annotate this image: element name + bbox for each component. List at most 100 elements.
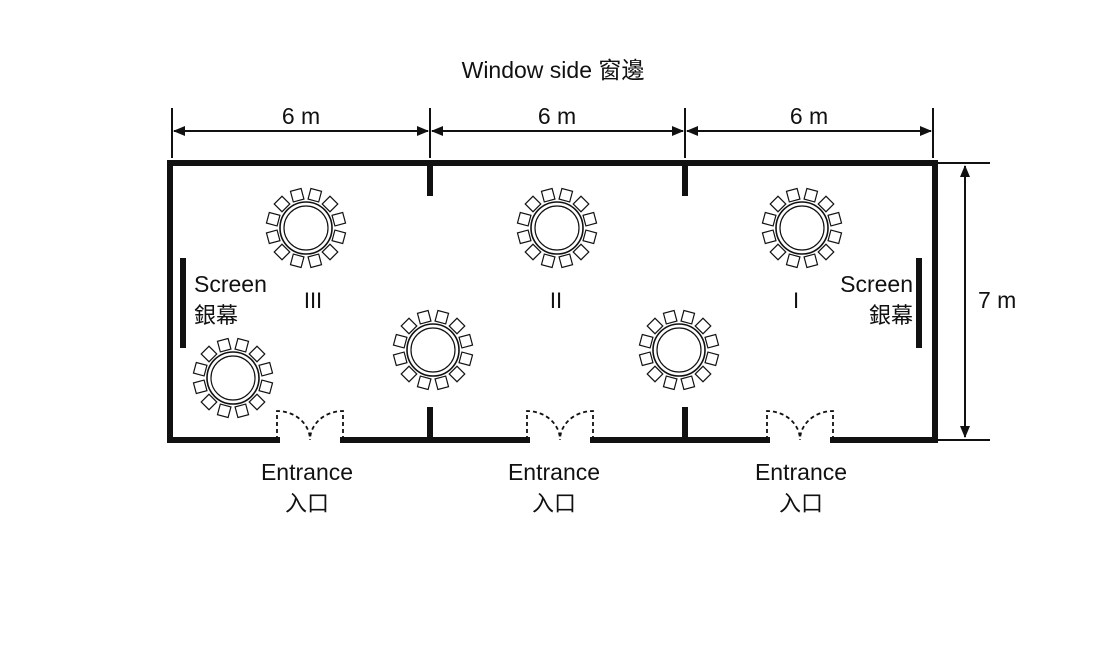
table-top-inner-ring — [534, 205, 580, 251]
chair — [516, 229, 532, 245]
chair — [827, 211, 843, 227]
chair — [638, 351, 654, 367]
chair — [662, 375, 678, 391]
chair — [273, 243, 291, 261]
chair — [680, 309, 696, 325]
chair — [289, 187, 305, 203]
chair — [234, 403, 250, 419]
table-top — [406, 323, 460, 377]
chair — [803, 253, 819, 269]
dim-label-section-2: 6 m — [538, 103, 576, 129]
door-2-right-leaf — [559, 410, 594, 441]
chair — [694, 365, 712, 383]
chair — [646, 317, 664, 335]
chair — [803, 187, 819, 203]
table-top-inner-ring — [210, 355, 256, 401]
chair — [258, 361, 274, 377]
chair — [400, 317, 418, 335]
chair — [216, 337, 232, 353]
chair — [827, 229, 843, 245]
chair — [265, 211, 281, 227]
chair — [558, 187, 574, 203]
chair — [524, 195, 542, 213]
chair — [392, 333, 408, 349]
chair — [704, 351, 720, 367]
chair — [761, 229, 777, 245]
chair — [216, 403, 232, 419]
chair — [704, 333, 720, 349]
chair — [416, 309, 432, 325]
chair — [307, 253, 323, 269]
chair — [234, 337, 250, 353]
chair — [416, 375, 432, 391]
entrance-2-label-zh: 入口 — [532, 492, 576, 517]
chair — [258, 379, 274, 395]
chair — [785, 187, 801, 203]
screen-left-label-zh: 銀幕 — [194, 304, 238, 329]
chair — [582, 229, 598, 245]
screen-right-bar — [916, 258, 922, 348]
chair — [761, 211, 777, 227]
chair — [265, 229, 281, 245]
top-dimensions — [171, 108, 934, 158]
chair — [434, 309, 450, 325]
window-side-title: Window side 窗邊 — [462, 57, 645, 83]
chair — [307, 187, 323, 203]
table-top — [530, 201, 584, 255]
chair — [458, 333, 474, 349]
chair — [638, 333, 654, 349]
chair — [192, 361, 208, 377]
door-2 — [526, 410, 594, 441]
room-label-3: III — [304, 288, 322, 313]
table-top-inner-ring — [656, 327, 702, 373]
chair — [582, 211, 598, 227]
right-dimension — [935, 162, 990, 441]
chair — [448, 365, 466, 383]
door-3-right-leaf — [799, 410, 834, 441]
chair — [817, 195, 835, 213]
chair — [248, 393, 266, 411]
round-tables — [192, 187, 843, 419]
chair — [572, 195, 590, 213]
dim-label-depth: 7 m — [978, 287, 1016, 313]
chair — [817, 243, 835, 261]
door-3 — [766, 410, 834, 441]
chair — [321, 195, 339, 213]
round-table-6 — [638, 309, 720, 391]
chair — [646, 365, 664, 383]
chair — [392, 351, 408, 367]
chair — [448, 317, 466, 335]
table-top — [206, 351, 260, 405]
chair — [458, 351, 474, 367]
chair — [785, 253, 801, 269]
room-label-1: I — [793, 288, 799, 313]
chair — [558, 253, 574, 269]
chair — [331, 211, 347, 227]
round-table-1 — [265, 187, 347, 269]
chair — [331, 229, 347, 245]
entrance-3-label-en: Entrance — [755, 459, 847, 485]
room-label-2: II — [550, 288, 562, 313]
round-table-3 — [761, 187, 843, 269]
chair — [694, 317, 712, 335]
screen-right-label-en: Screen — [840, 271, 913, 297]
screen-left-bar — [180, 258, 186, 348]
round-table-2 — [516, 187, 598, 269]
round-table-5 — [392, 309, 474, 391]
door-1-right-leaf — [309, 410, 344, 441]
entrance-1-label-zh: 入口 — [285, 492, 329, 517]
chair — [769, 243, 787, 261]
entrance-2-label-en: Entrance — [508, 459, 600, 485]
chair — [540, 187, 556, 203]
chair — [248, 345, 266, 363]
chair — [321, 243, 339, 261]
chair — [769, 195, 787, 213]
chair — [662, 309, 678, 325]
dim-label-section-1: 6 m — [790, 103, 828, 129]
door-1 — [276, 410, 344, 441]
table-top-inner-ring — [283, 205, 329, 251]
table-top — [775, 201, 829, 255]
entrance-3-label-zh: 入口 — [779, 492, 823, 517]
chair — [540, 253, 556, 269]
